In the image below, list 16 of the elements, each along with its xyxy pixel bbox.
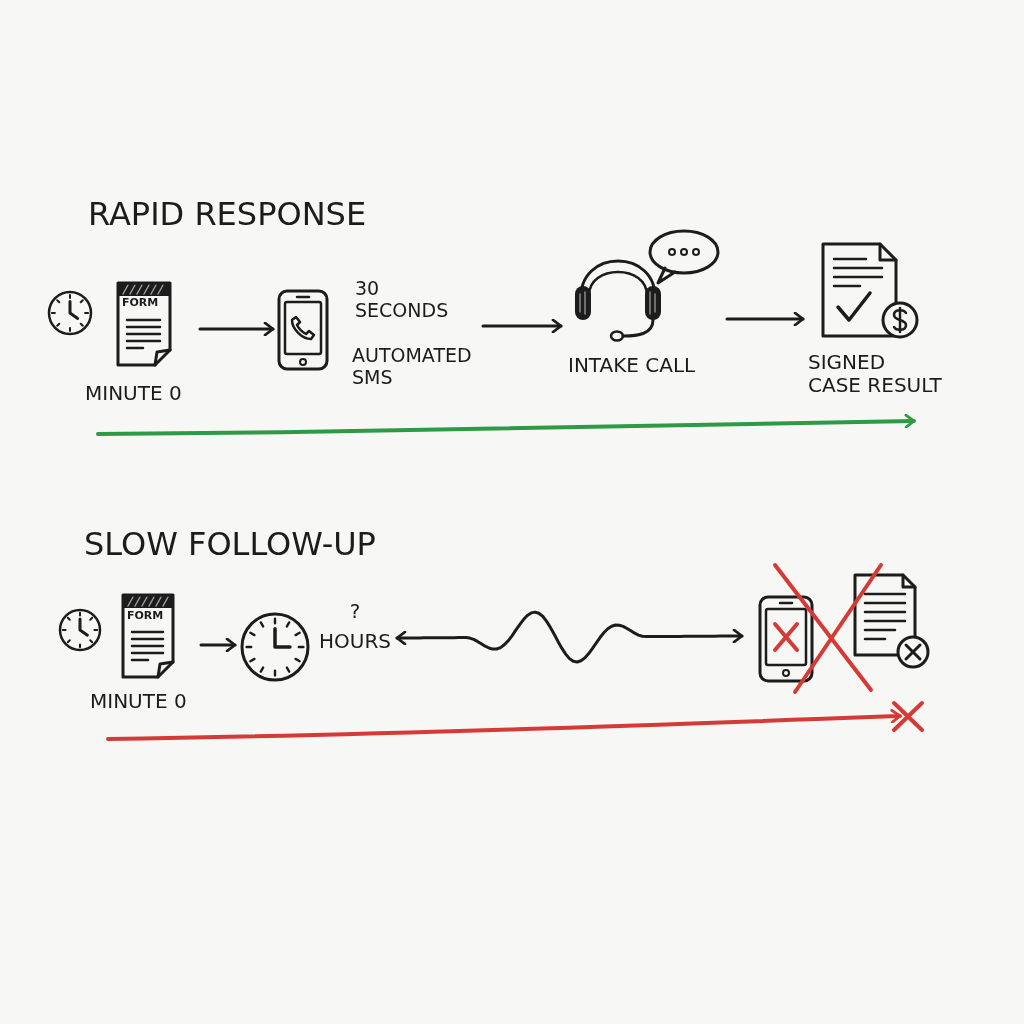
arrow bbox=[725, 311, 805, 327]
step-label: AUTOMATED SMS bbox=[352, 345, 472, 389]
form-title: FORM bbox=[127, 610, 164, 623]
step-label: INTAKE CALL bbox=[568, 354, 696, 377]
time-label: ? HOURS bbox=[319, 598, 391, 655]
time-label: 30 SECONDS bbox=[355, 278, 449, 322]
arrow bbox=[481, 318, 563, 334]
section-heading: SLOW FOLLOW-UP bbox=[84, 526, 376, 563]
section-heading: RAPID RESPONSE bbox=[88, 196, 367, 233]
wavy-arrow bbox=[395, 610, 744, 664]
arrow bbox=[199, 637, 237, 653]
time-label: MINUTE 0 bbox=[85, 382, 182, 405]
form-title: FORM bbox=[122, 297, 159, 310]
arrow bbox=[198, 321, 275, 337]
step-label: SIGNED CASE RESULT bbox=[808, 351, 942, 397]
time-label: MINUTE 0 bbox=[90, 690, 187, 713]
